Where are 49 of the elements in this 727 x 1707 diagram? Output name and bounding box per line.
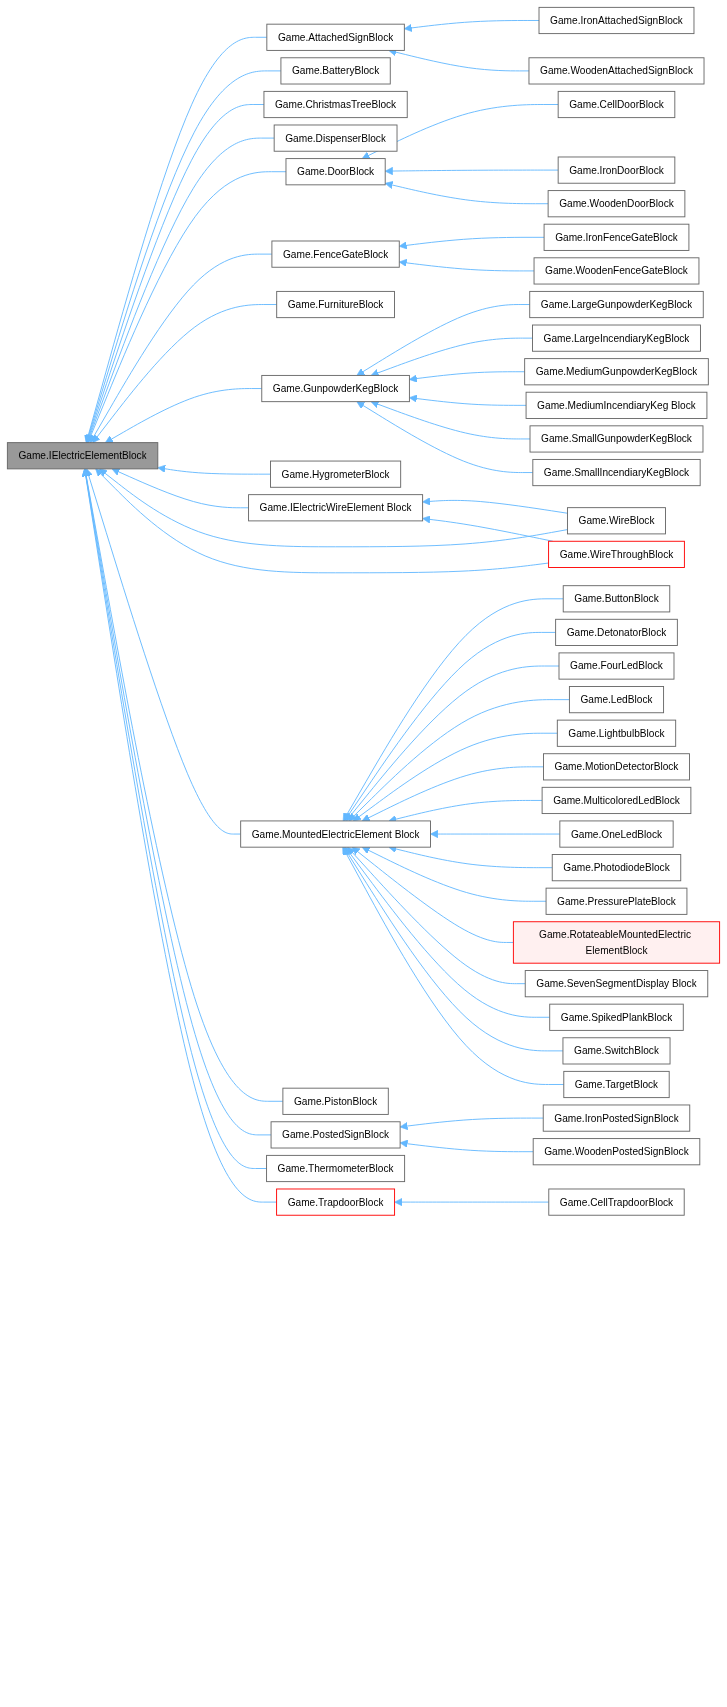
node-box: Game.MulticoloredLedBlock	[541, 786, 692, 815]
node-box: Game.PhotodiodeBlock	[551, 854, 682, 882]
node-box: Game.MediumIncendiaryKeg Block	[525, 391, 708, 419]
node-box: Game.IronDoorBlock	[557, 156, 676, 184]
node-box: Game.DispenserBlock	[273, 124, 398, 152]
node-box: Game.PistonBlock	[282, 1087, 389, 1115]
node-box: Game.GunpowderKegBlock	[261, 374, 410, 403]
node-box: Game.RotateableMountedElectric ElementBlock	[512, 921, 721, 964]
node-box: Game.DoorBlock	[285, 158, 386, 186]
node-box: Game.MotionDetectorBlock	[543, 753, 690, 781]
node-box: Game.WoodenDoorBlock	[547, 190, 686, 218]
node-box: Game.ChristmasTreeBlock	[263, 90, 408, 119]
node-box: Game.SwitchBlock	[562, 1037, 671, 1065]
node-box: Game.HygrometerBlock	[270, 460, 402, 488]
node-box: Game.SmallIncendiaryKegBlock	[532, 459, 701, 487]
node-box: Game.SpikedPlankBlock	[549, 1003, 684, 1031]
node-box: Game.LargeIncendiaryKegBlock	[532, 324, 701, 352]
node-box: Game.AttachedSignBlock	[266, 23, 405, 51]
node-box: Game.PostedSignBlock	[270, 1121, 401, 1149]
node-box: Game.ThermometerBlock	[266, 1154, 406, 1183]
node-box: Game.DetonatorBlock	[555, 618, 678, 646]
node-box: Game.TrapdoorBlock	[276, 1188, 396, 1216]
node-box: Game.WoodenFenceGateBlock	[533, 257, 700, 285]
node-box: Game.WireBlock	[567, 507, 666, 535]
node-box: Game.WoodenPostedSignBlock	[532, 1138, 701, 1166]
node-box: Game.PressurePlateBlock	[545, 887, 688, 915]
node-box: Game.IronAttachedSignBlock	[538, 6, 695, 35]
node-box: Game.OneLedBlock	[559, 820, 674, 848]
node-box: Game.LightbulbBlock	[556, 719, 677, 747]
node-box: Game.WireThroughBlock	[548, 540, 685, 568]
node-box: Game.IElectricElementBlock	[6, 442, 159, 470]
node-box: Game.MountedElectricElement Block	[240, 820, 431, 848]
node-box: Game.BatteryBlock	[280, 57, 391, 85]
node-box: Game.CellTrapdoorBlock	[548, 1188, 685, 1216]
node-box: Game.CellDoorBlock	[557, 90, 676, 119]
node-box: Game.FurnitureBlock	[276, 290, 395, 319]
node-box: Game.SevenSegmentDisplay Block	[524, 970, 709, 998]
node-box: Game.ButtonBlock	[562, 585, 671, 613]
node-box: Game.LedBlock	[568, 686, 665, 714]
node-box: Game.IElectricWireElement Block	[248, 494, 424, 522]
node-box: Game.SmallGunpowderKegBlock	[529, 425, 704, 453]
node-box: Game.FenceGateBlock	[271, 240, 400, 268]
node-box: Game.MediumGunpowderKegBlock	[524, 358, 709, 386]
node-box: Game.IronPostedSignBlock	[542, 1104, 691, 1132]
node-box: Game.LargeGunpowderKegBlock	[529, 290, 704, 319]
node-box: Game.FourLedBlock	[558, 652, 675, 680]
node-box: Game.IronFenceGateBlock	[543, 223, 690, 251]
node-box: Game.TargetBlock	[563, 1070, 670, 1099]
node-box: Game.WoodenAttachedSignBlock	[528, 57, 705, 85]
